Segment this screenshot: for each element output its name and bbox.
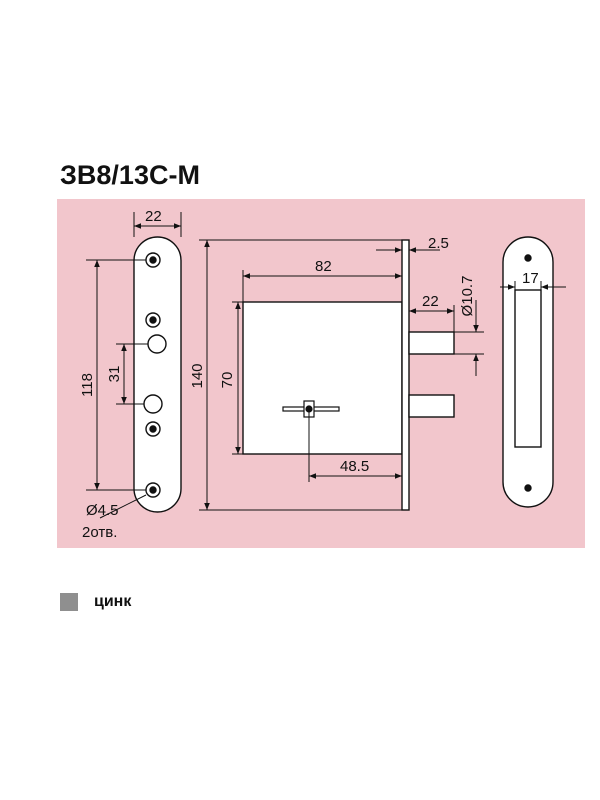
dim-bolt-diameter: Ø10.7 [459,276,476,317]
dim-faceplate-height: 118 [79,373,96,397]
dim-case-depth: 82 [315,258,332,275]
dim-bolt-length: 22 [422,293,439,310]
body-dimension-lines [199,239,484,511]
dim-plate-thickness: 2.5 [428,235,449,252]
dim-faceplate-width: 22 [145,208,162,225]
faceplate-dimension-lines [86,212,182,519]
zinc-swatch [60,593,78,611]
strike-plate [502,236,554,508]
legend: цинк [60,593,131,611]
dim-hole-spacing: 31 [106,366,123,383]
dim-hole-count: 2отв. [82,524,117,541]
legend-label: цинк [94,593,132,610]
product-title: ЗВ8/13С-М [60,160,200,190]
dim-body-height: 140 [189,363,206,388]
dim-backset: 48.5 [340,458,369,475]
strike-dimension-lines [500,281,566,290]
dim-strike-width: 17 [522,270,539,287]
faceplate [133,236,182,513]
dim-case-height: 70 [219,372,236,389]
dim-hole-diameter: Ø4.5 [86,502,119,519]
lock-body [242,239,455,511]
